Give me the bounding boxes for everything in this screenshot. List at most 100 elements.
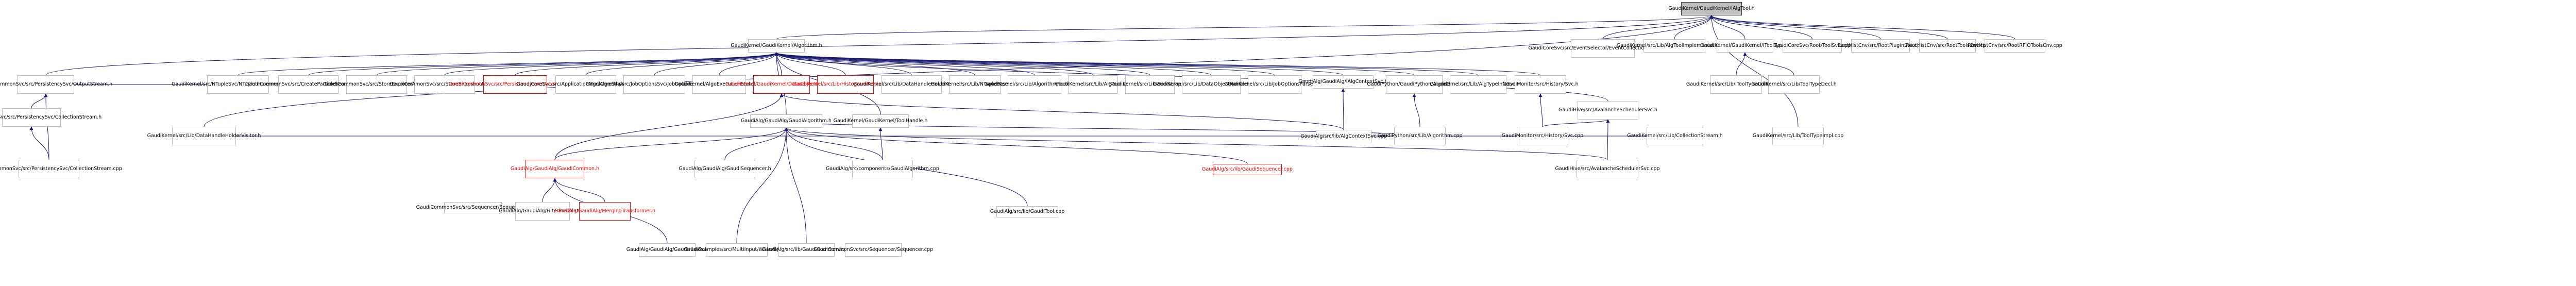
node-avalanche-scheduler-h[interactable]: GaudiHive/src/AvalancheSchedulerSvc.h [1558, 101, 1657, 120]
node-gaudialgorithm-cpp[interactable]: GaudiAlg/src/components/GaudiAlgorithm.c… [826, 160, 939, 178]
edge-root_pluginsvc-to-root [1709, 15, 1881, 40]
node-data-object-handle[interactable]: GaudiKernel/GaudiKernel/DataObjectHandle… [725, 75, 838, 94]
edge-gaudi_algexec-to-ialgorithm [719, 52, 778, 76]
node-gaudicommon-icpp[interactable]: GaudiAlg/src/lib/GaudiCommon.icpp [762, 243, 851, 257]
node-algcontext-svc-cpp[interactable]: GaudiAlg/src/lib/AlgContextSvc.cpp [1300, 130, 1387, 143]
node-root-rfio-tools-cnv[interactable]: RootHistCnv/src/RootRFIOToolsCnv.cpp [1968, 39, 2062, 53]
edge-lib_bootstrap-to-ialgorithm [774, 52, 1150, 76]
node-store-snapshot-alg[interactable]: GaudiCommonSvc/src/StoreSnapshotAlg.cpp [390, 75, 499, 94]
node-collection-stream-h[interactable]: GaudiCommonSvc/src/PersistencySvc/Collec… [0, 108, 101, 127]
edge-hive_whiteboard_cpp-to-hive_whiteboard [1606, 119, 1610, 160]
edge-jobopt_input-to-ialgorithm [654, 52, 778, 76]
edge-c_partial_search-to-ialgorithm [308, 52, 778, 76]
edge-pythonalgorithm-to-ialgorithm [774, 52, 782, 76]
node-jobopt-parser[interactable]: GaudiKernel/src/Lib/JobOptionsParser.cpp [1224, 75, 1325, 94]
edge-gaudialg_gaudiseq-to-gaudialg_gaudialgorithm [724, 127, 788, 160]
node-toolsvc-cpp[interactable]: GaudiCoreSvc/Root/ToolSvc.cpp [1773, 39, 1851, 53]
node-gaudialgorithm-h[interactable]: GaudiAlg/GaudiAlg/GaudiAlgorithm.h [741, 114, 832, 128]
node-root-plugin-svc[interactable]: RootHistCnv/src/RootPluginSvc.cpp [1838, 39, 1923, 53]
edge-gaudi_intermediate-to-root [204, 15, 1714, 127]
node-sequencer-cpp[interactable]: GaudiCommonSvc/src/Sequencer/Sequencer.c… [814, 243, 933, 257]
edge-c_store_snapshot-to-ialgorithm [444, 52, 778, 76]
node-history-svc-h[interactable]: GaudiMonitor/src/History/Svc.h [1502, 75, 1579, 94]
node-itooltype-h[interactable]: GaudiKernel/GaudiKernel/IToolType.h [1700, 39, 1790, 53]
node-filterpredicate-h[interactable]: GaudiAlg/GaudiAlg/FilterPredicate.h [499, 202, 586, 221]
node-root-tools-cnv[interactable]: RootHistCnv/src/RootToolsCnv.cpp [1906, 39, 1989, 53]
edge-lib_itooltype_h-to-itooltype [1743, 52, 1794, 76]
node-tooltype-decl-h[interactable]: GaudiKernel/src/Lib/ToolTypeDecl.h [1751, 75, 1837, 94]
edge-hive_whiteboard_cpp-to-gaudialg_gaudialgorithm [784, 127, 1608, 160]
node-gaudipython-algorithm-cpp[interactable]: GaudiPython/src/Lib/Algorithm.cpp [1377, 127, 1463, 145]
node-algtool-implementation[interactable]: GaudiKernel/src/Lib/AlgToolImplementatio… [1617, 39, 1732, 53]
edge-lib_algtool2-to-ialgorithm [774, 52, 1094, 76]
node-ntuple-implementation[interactable]: GaudiKernel/src/NTupleSvc/NTupleImplemen… [172, 75, 304, 94]
node-algorithm-manager[interactable]: GaudiCoreSvc/src/ApplicationMgr/Algorith… [516, 75, 655, 94]
node-gaudisequencer-h[interactable]: GaudiAlg/GaudiAlg/GaudiSequencer.h [679, 160, 771, 178]
node-store-explorer-alg[interactable]: GaudiCommonSvc/src/StoreExplorerAlg.cpp [323, 75, 430, 94]
edge-gaudialg_gaudicommon-to-gaudialg_gaudialgorithm [554, 127, 788, 160]
edge-gaudialg_gaudicommon-to-pythonalgorithm [554, 93, 784, 160]
node-algorithm-factory[interactable]: GaudiKernel/src/Lib/AlgorithmFactory.cpp [984, 75, 1085, 94]
edge-root_toolscnv-to-root [1709, 15, 1948, 40]
edge-examples_merging-to-gaudialg_gaudialgorithm [736, 127, 788, 244]
edge-minimal_history_cpp-to-minimal_history [1538, 93, 1543, 127]
node-gaudisequencer-cpp[interactable]: GaudiAlg/src/lib/GaudiSequencer.cpp [1202, 164, 1293, 175]
edge-gaudi_extended-to-gaudialg_gaudialgorithm [784, 127, 807, 244]
edge-minimal_history_cpp-to-hive_whiteboard [1542, 119, 1610, 127]
node-algtool-cpp[interactable]: GaudiKernel/src/Lib/AlgTool.cpp [1055, 75, 1132, 94]
edge-itooltype-to-root [1709, 15, 1745, 40]
node-bootstrap[interactable]: GaudiKernel/src/Lib/Bootstrap.cpp [1108, 75, 1192, 94]
node-history-svc-cpp[interactable]: GaudiMonitor/src/History/Svc.cpp [1502, 127, 1583, 145]
edge-hist_hashentry-to-ialgorithm [774, 52, 912, 76]
edge-root_rfio-to-root [1709, 15, 2015, 40]
node-collection-stream-cpp[interactable]: GaudiCommonSvc/src/PersistencySvc/Collec… [0, 160, 122, 178]
edge-itooltype_cpp-to-ialgorithm [774, 52, 1479, 76]
node-gaudipython-algorithm-h[interactable]: GaudiPython/GaudiPython/Algorithm.h [1367, 75, 1462, 94]
node-multiinput-writealg[interactable]: GaudiExamples/src/MultiInput/WriteAlg.cp… [684, 243, 790, 257]
edge-c_persistency_output-to-ialgorithm [515, 52, 778, 76]
node-algorithm-h[interactable]: GaudiKernel/GaudiKernel/Algorithm.h [731, 39, 822, 53]
node-jobopt-svc-config[interactable]: GaudiCoreSvc/src/JobOptionsSvc/JobOption… [586, 75, 723, 94]
node-avalanche-scheduler-cpp[interactable]: GaudiHive/src/AvalancheSchedulerSvc.cpp [1555, 160, 1660, 178]
node-gaudicommon-h[interactable]: GaudiAlg/GaudiAlg/GaudiCommon.h [511, 160, 599, 178]
node-ntuple-base[interactable]: GaudiKernel/src/Lib/NTupleBase.cpp [931, 75, 1019, 94]
edge-ctest_pers_collection-to-ctest_pers_write [31, 93, 48, 109]
edge-lib_algorithmfactory-to-ialgorithm [774, 52, 1035, 76]
node-tooltype-collection-h[interactable]: GaudiKernel/src/Lib/IToolTypeCollection.… [1686, 75, 1786, 94]
node-algtypeinfo-svc[interactable]: GaudiKernel/src/Lib/AlgTypeInfoSvc.cpp [1430, 75, 1527, 94]
node-lib-collection-stream-h[interactable]: GaudiKernel/src/Lib/CollectionStream.h [1627, 127, 1723, 145]
node-algcontext-svc-h[interactable]: GaudiAlg/GaudiAlg/IAlgContextSvc.h [1298, 75, 1388, 89]
edge-hist_ntuplebase-to-ialgorithm [774, 52, 975, 76]
edge-pluginsvc-to-root [1709, 15, 1812, 40]
edge-ialgorithm-to-root [776, 15, 1713, 40]
edge-ctest_pers_collection_cpp-to-ctest_pers_write [44, 93, 49, 160]
node-data-object-handle-base[interactable]: GaudiKernel/src/Lib/DataObjectHandleBase… [1153, 75, 1269, 94]
edge-gaudialg_merging-to-gaudialg_gaudicommon [553, 178, 605, 203]
edge-tooltype_collection-to-itooltype [1736, 52, 1747, 76]
node-event-collection-selector[interactable]: GaudiCoreSvc/src/EventSelector/EventColl… [1528, 39, 1677, 58]
node-algo-execution-state[interactable]: GaudiKernel/AlgoExecutionState.cpp [674, 75, 764, 94]
edge-eventselector-to-root [1602, 15, 1714, 40]
root-node-ialgtool: GaudiKernel/GaudiKernel/IAlgTool.h [1668, 2, 1755, 15]
node-gauditool-cpp[interactable]: GaudiAlg/src/lib/GaudiTool.cpp [990, 206, 1064, 217]
edge-hist_presence-to-ialgorithm [774, 52, 846, 76]
node-tooltype-impl-cpp[interactable]: GaudiKernel/src/Lib/ToolTypeImpl.cpp [1753, 127, 1843, 145]
edge-algcontext-to-ialgorithm [774, 52, 1344, 76]
edge-gaudialg_sequencer-to-gaudialg_gaudialgorithm [784, 127, 1248, 164]
node-data-handle-holder-base[interactable]: GaudiKernel/src/Lib/DataHandleHolderBase… [853, 75, 970, 94]
edge-ctest_pers_write-to-root [45, 15, 1714, 76]
node-persistency-output-stream[interactable]: GaudiCommonSvc/src/PersistencySvc/Output… [449, 75, 582, 94]
node-particle-search-alg[interactable]: GaudiCommonSvc/src/CreateParticleSearch/… [245, 75, 372, 94]
edge-minimal_history-to-ialgorithm [774, 52, 1541, 76]
node-output-stream-h[interactable]: GaudiCommonSvc/src/PersistencySvc/Output… [0, 75, 112, 94]
edge-gaudialg_common_cpp-to-gaudialg_gaudialgorithm [784, 127, 883, 160]
node-data-handle-holder-visitor[interactable]: GaudiKernel/src/Lib/DataHandleHolderVisi… [147, 127, 261, 145]
node-sequencer-h[interactable]: GaudiCommonSvc/src/Sequencer/Sequencer.h [416, 202, 530, 213]
edge-gaudialg_common_cpp-to-toolhandle [878, 127, 883, 160]
node-toolhandle-h[interactable]: GaudiKernel/GaudiKernel/ToolHandle.h [834, 114, 927, 128]
edge-lib_algtool-to-root [1674, 15, 1714, 40]
node-gaudihistos-h[interactable]: GaudiAlg/GaudiAlg/GaudiHistos.h [626, 243, 708, 257]
edge-algcontext_cpp-to-algcontext [1341, 88, 1345, 130]
node-mergingtransformer-h[interactable]: GaudiAlg/GaudiAlg/MergingTransformer.h [554, 202, 655, 221]
node-histogram-persistency[interactable]: GaudiKernel/src/Lib/HistogramPersistency… [792, 75, 899, 94]
